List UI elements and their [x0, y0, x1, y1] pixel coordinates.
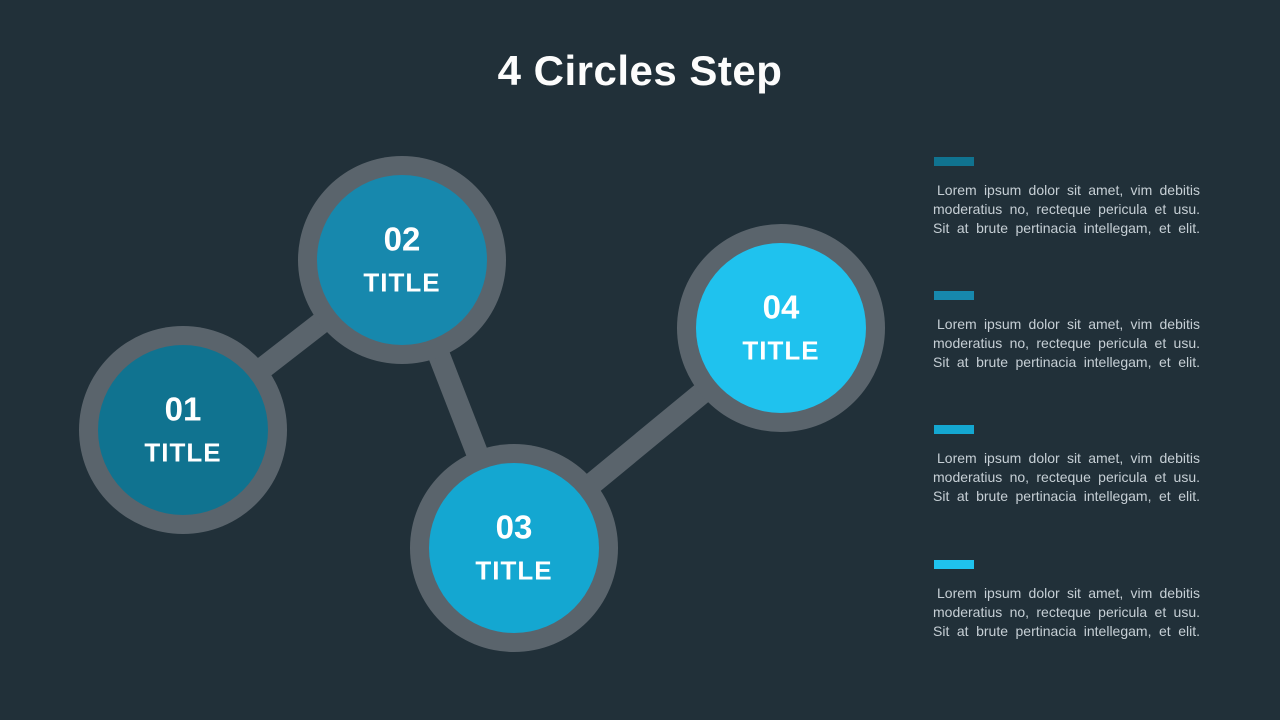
text-block-3-line-2: moderatius no, recteque pericula et usu.	[933, 469, 1200, 485]
step-title-02: TITLE	[363, 267, 441, 298]
text-block-1-line-2: moderatius no, recteque pericula et usu.	[933, 201, 1200, 217]
text-block-4-line-1: Lorem ipsum dolor sit amet, vim debitis	[937, 585, 1200, 601]
step-title-04: TITLE	[742, 335, 820, 366]
step-circle-03-fill	[429, 463, 599, 633]
step-title-01: TITLE	[144, 437, 222, 468]
text-block-2-line-1: Lorem ipsum dolor sit amet, vim debitis	[937, 316, 1200, 332]
text-block-3: Lorem ipsum dolor sit amet, vim debitis …	[933, 425, 1200, 506]
step-label-03: 03 TITLE	[475, 509, 552, 586]
text-block-4-line-2: moderatius no, recteque pericula et usu.	[933, 604, 1200, 620]
text-block-3-line-1: Lorem ipsum dolor sit amet, vim debitis	[937, 450, 1200, 466]
accent-bar-1	[934, 157, 974, 166]
step-circle-03	[410, 444, 618, 652]
step-label-02: 02 TITLE	[363, 221, 440, 298]
step-title-03: TITLE	[475, 555, 553, 586]
step-circle-01	[79, 326, 287, 534]
text-block-2-line-2: moderatius no, recteque pericula et usu.	[933, 335, 1200, 351]
step-circle-02-fill	[317, 175, 487, 345]
step-number-02: 02	[383, 220, 421, 258]
text-block-4: Lorem ipsum dolor sit amet, vim debitis …	[933, 560, 1200, 641]
step-number-01: 01	[164, 390, 202, 428]
text-block-1-line-1: Lorem ipsum dolor sit amet, vim debitis	[937, 182, 1200, 198]
text-block-3-line-3: Sit at brute pertinacia intellegam, et e…	[933, 488, 1200, 504]
step-number-04: 04	[762, 288, 800, 326]
step-number-03: 03	[495, 508, 533, 546]
text-block-2-line-3: Sit at brute pertinacia intellegam, et e…	[933, 354, 1200, 370]
step-circle-04	[677, 224, 885, 432]
step-circle-02	[298, 156, 506, 364]
slide-title: 4 Circles Step	[497, 47, 783, 94]
step-circle-04-fill	[696, 243, 866, 413]
text-block-1-line-3: Sit at brute pertinacia intellegam, et e…	[933, 220, 1200, 236]
accent-bar-2	[934, 291, 974, 300]
text-block-2: Lorem ipsum dolor sit amet, vim debitis …	[933, 291, 1200, 372]
text-block-4-line-3: Sit at brute pertinacia intellegam, et e…	[933, 623, 1200, 639]
step-circle-01-fill	[98, 345, 268, 515]
accent-bar-4	[934, 560, 974, 569]
text-block-1: Lorem ipsum dolor sit amet, vim debitis …	[933, 157, 1200, 238]
accent-bar-3	[934, 425, 974, 434]
step-label-04: 04 TITLE	[742, 289, 819, 366]
step-label-01: 01 TITLE	[144, 391, 221, 468]
